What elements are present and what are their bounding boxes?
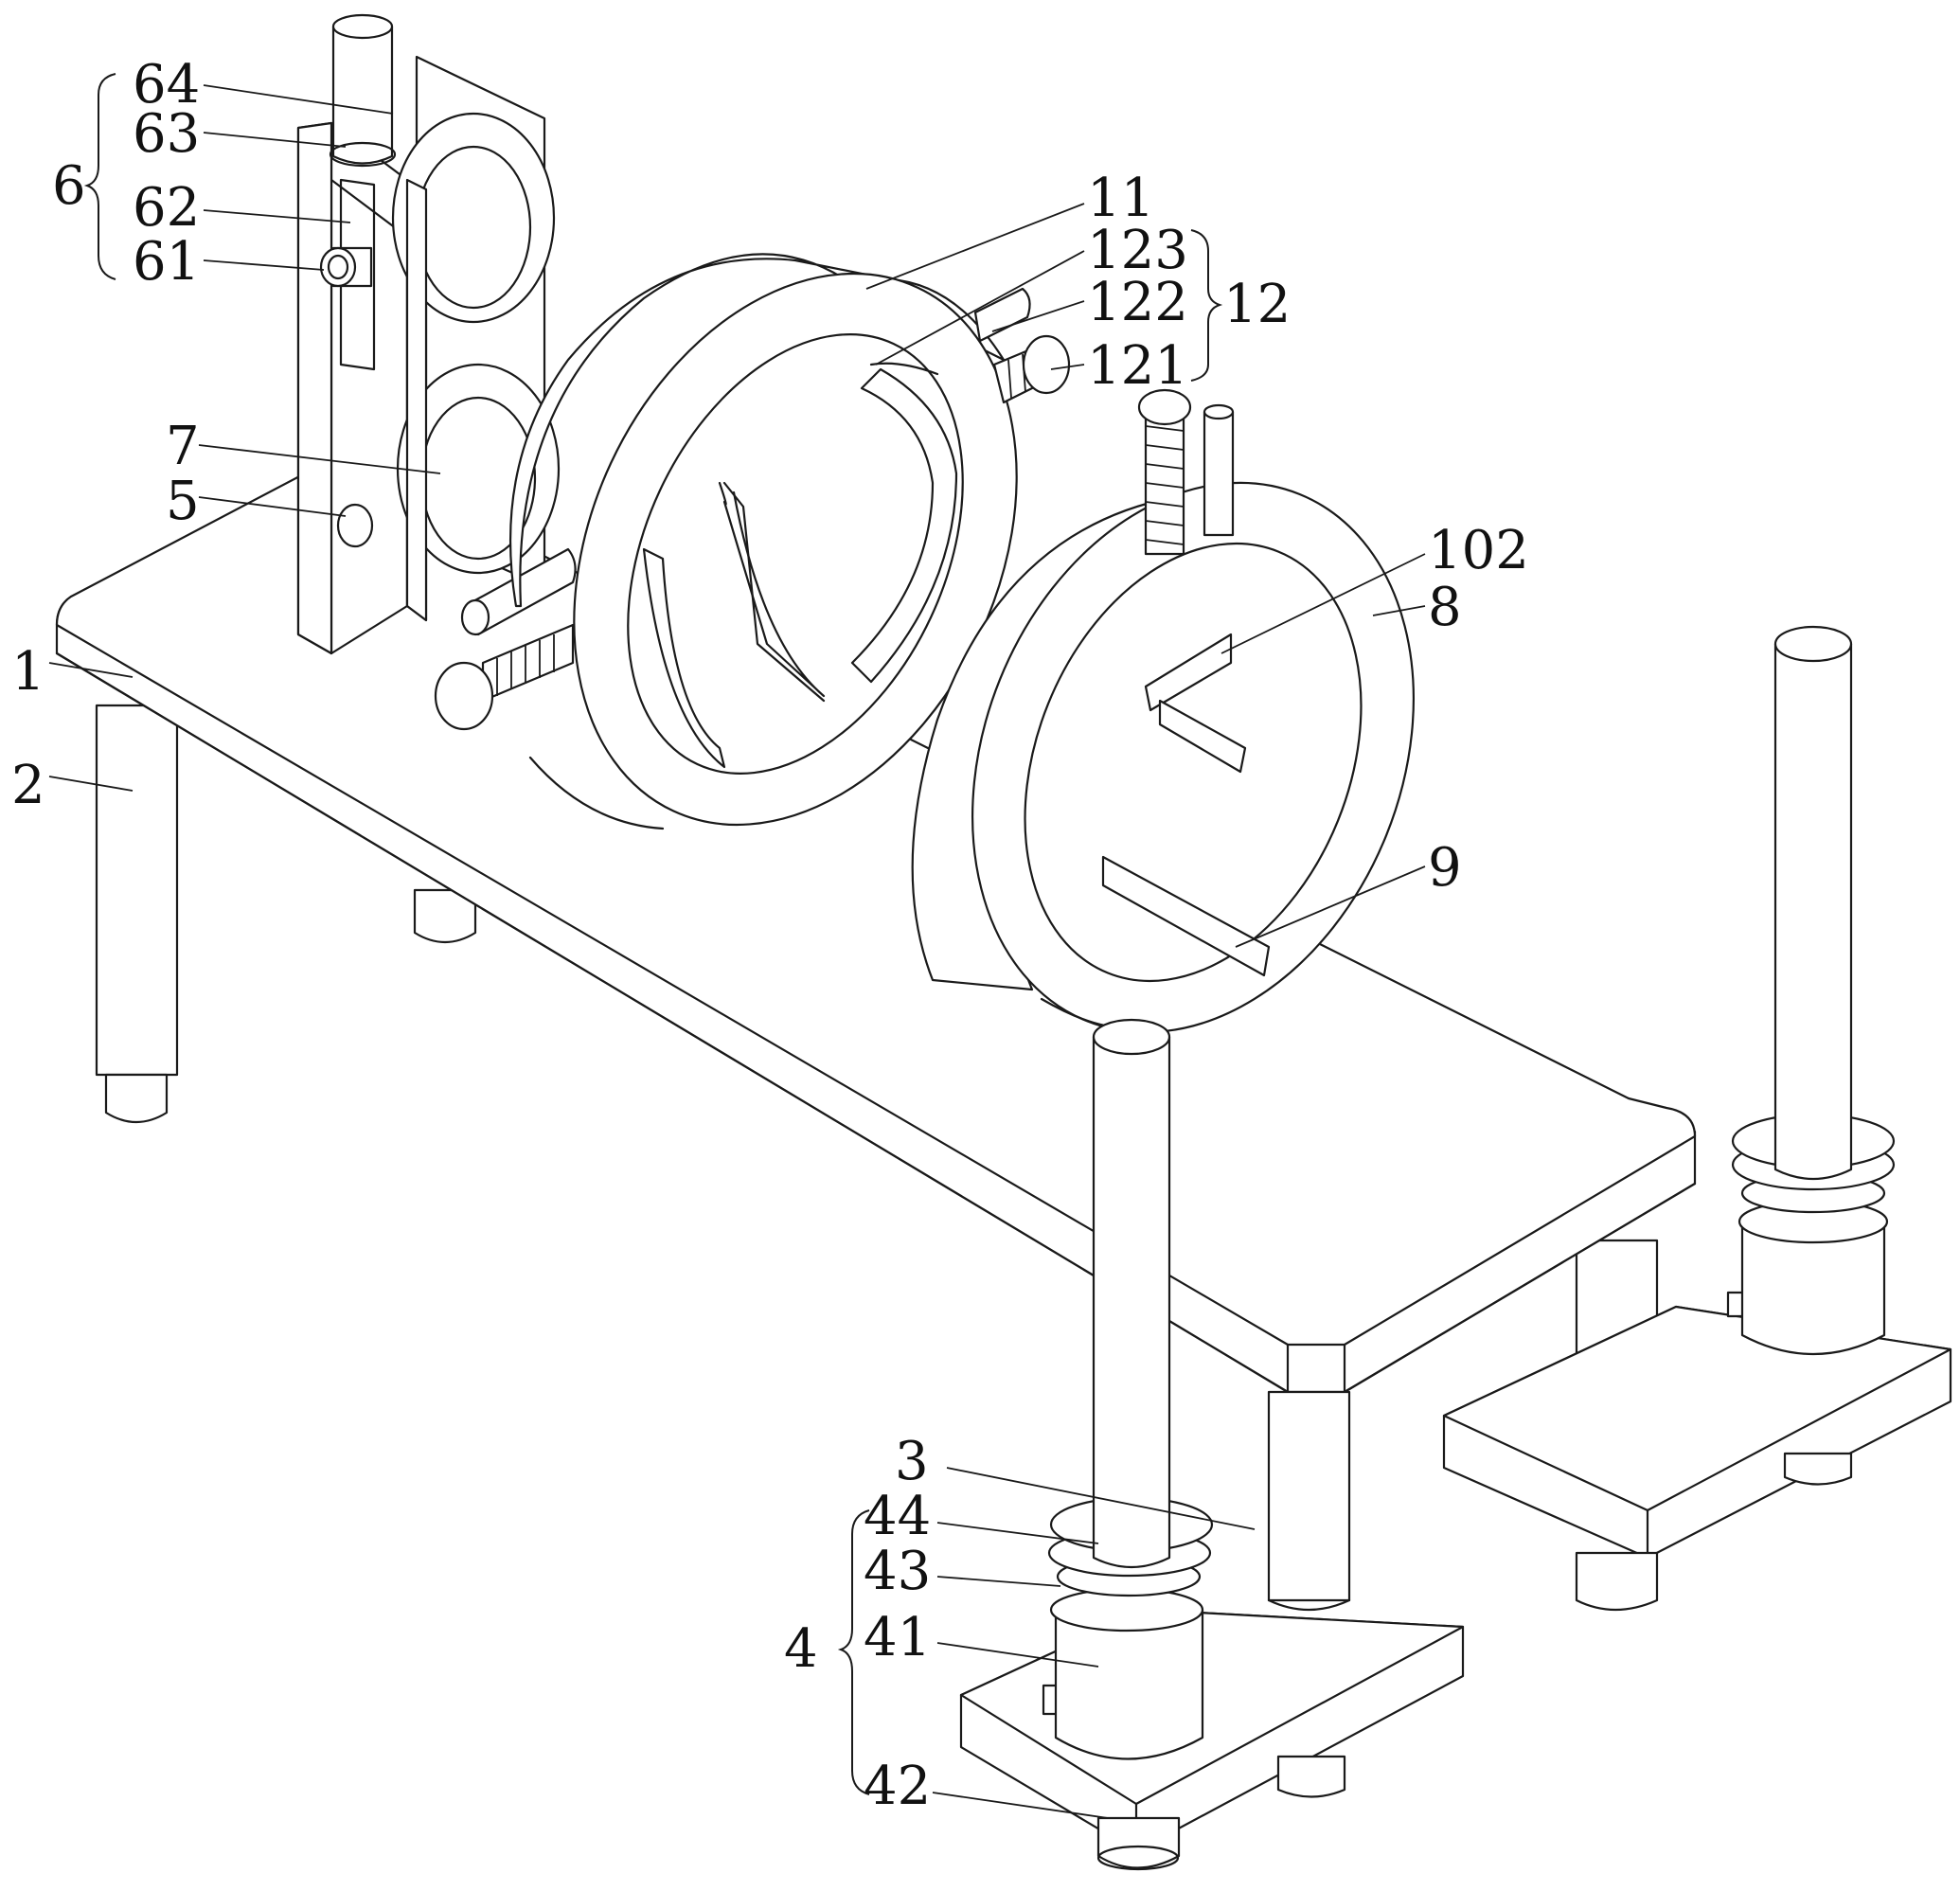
label-64: 64 xyxy=(133,54,200,116)
bolt-top xyxy=(1137,388,1192,556)
post-3 xyxy=(1092,1018,1171,1569)
label-3: 3 xyxy=(895,1431,929,1492)
rod-front-left xyxy=(460,547,577,636)
leg-right-front xyxy=(1267,1390,1351,1612)
brace-12 xyxy=(1190,229,1223,382)
label-6: 6 xyxy=(52,155,86,217)
knob-61 xyxy=(319,246,373,288)
label-102: 102 xyxy=(1428,520,1529,581)
label-121: 121 xyxy=(1087,335,1188,397)
blade-9 xyxy=(1101,855,1271,977)
label-62: 62 xyxy=(133,177,200,239)
foot-pad-front xyxy=(1096,1755,1346,1871)
label-61: 61 xyxy=(133,231,200,293)
label-122: 122 xyxy=(1087,272,1188,333)
blade-102 xyxy=(1144,633,1247,774)
label-8: 8 xyxy=(1428,577,1462,638)
bolt-front-left xyxy=(434,623,575,731)
rod-122 xyxy=(973,287,1031,343)
label-4: 4 xyxy=(784,1618,818,1680)
ring-8 xyxy=(911,481,1415,1034)
wheel-upper xyxy=(391,112,556,324)
label-1: 1 xyxy=(11,641,45,703)
frame-front-face xyxy=(296,121,428,655)
pin-top xyxy=(1203,403,1235,537)
leader-lines xyxy=(48,84,1426,1819)
labels: 64 63 62 61 6 7 5 1 2 11 123 122 121 12 … xyxy=(11,54,1529,1817)
label-7: 7 xyxy=(166,416,200,477)
label-11: 11 xyxy=(1087,168,1154,229)
bolt-121 xyxy=(992,334,1071,404)
leg-back-left xyxy=(413,888,477,943)
foot-plate-rear xyxy=(1442,1305,1952,1560)
label-42: 42 xyxy=(864,1756,931,1817)
brace-4 xyxy=(837,1509,870,1795)
label-41: 41 xyxy=(864,1607,931,1668)
top-pin xyxy=(329,13,397,168)
leg-front-left xyxy=(95,704,179,1123)
post-rear xyxy=(1773,625,1853,1181)
label-12: 12 xyxy=(1223,274,1291,335)
label-9: 9 xyxy=(1428,837,1462,899)
foot-plate-front xyxy=(959,1608,1465,1853)
label-43: 43 xyxy=(864,1541,931,1602)
ring-11 xyxy=(508,253,1018,830)
label-5: 5 xyxy=(166,471,200,532)
label-44: 44 xyxy=(864,1486,931,1547)
label-2: 2 xyxy=(11,755,45,816)
foot-pad-rear xyxy=(1575,1452,1853,1612)
bolt-5 xyxy=(336,503,374,548)
label-63: 63 xyxy=(133,103,200,165)
label-123: 123 xyxy=(1087,220,1188,281)
brace-6 xyxy=(83,73,116,280)
